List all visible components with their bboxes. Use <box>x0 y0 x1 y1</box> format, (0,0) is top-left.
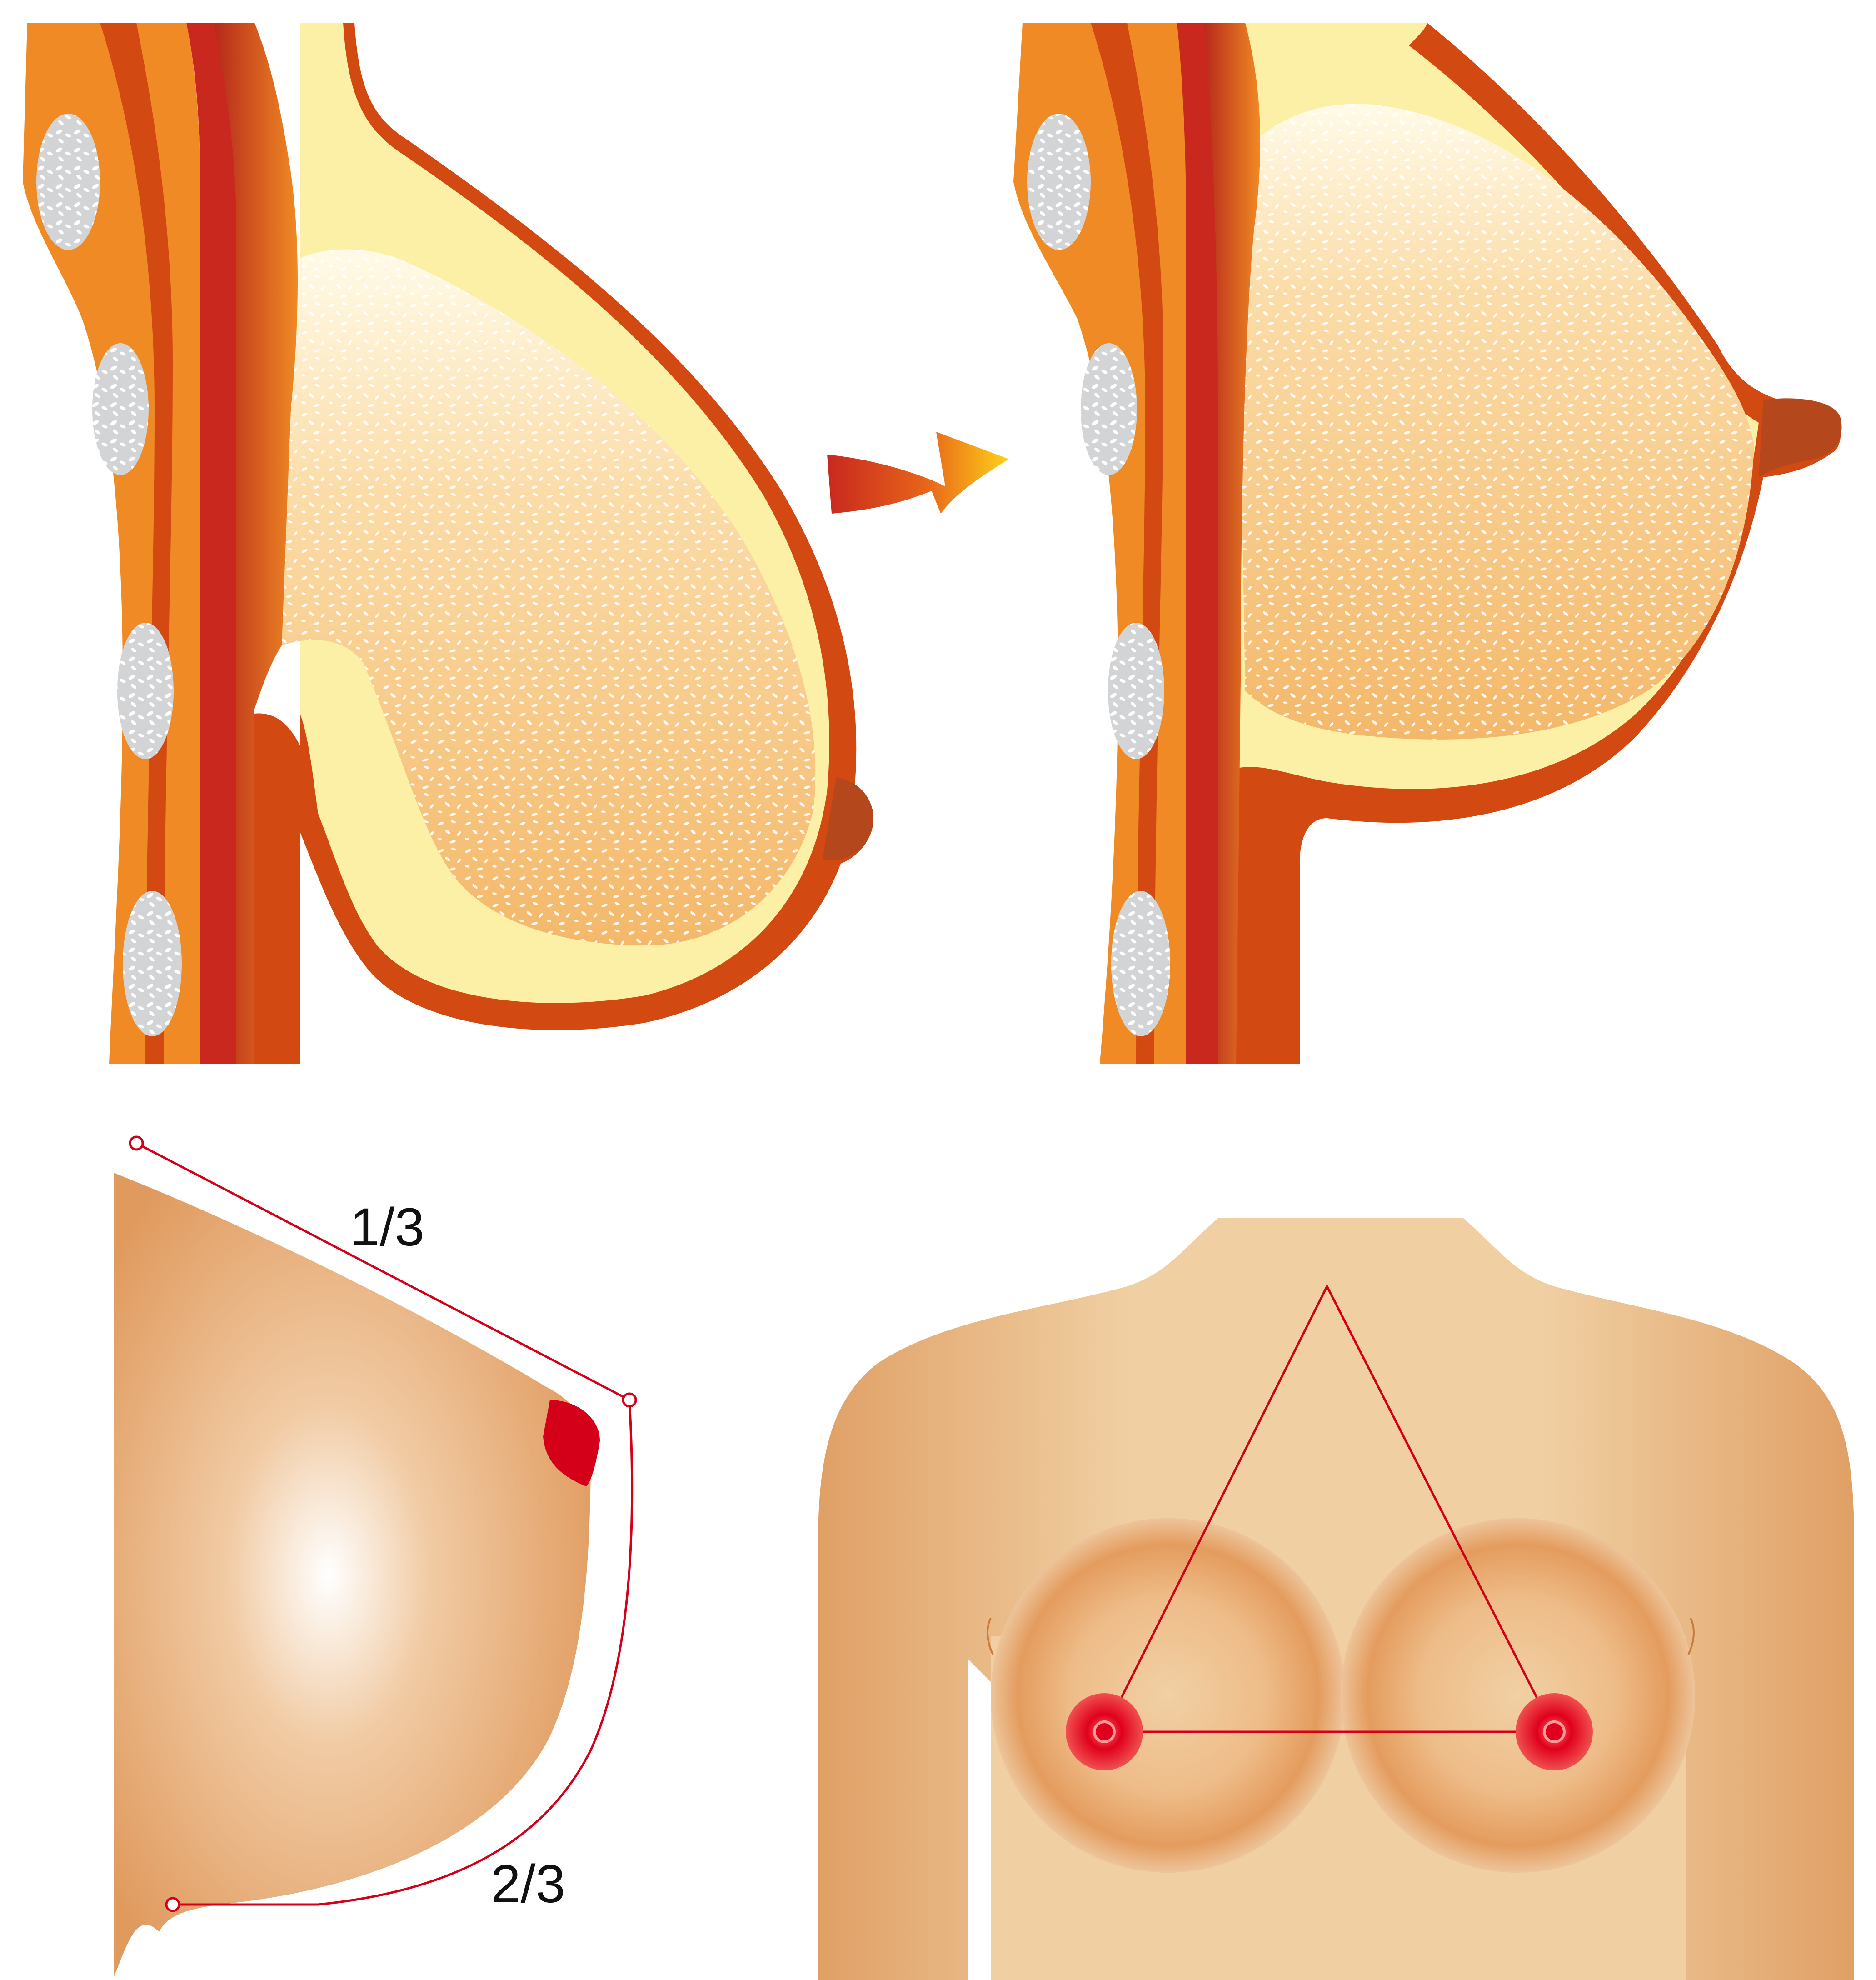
side-nipple <box>543 1400 600 1486</box>
rib <box>36 114 100 250</box>
lower-measure-line <box>173 1400 634 1906</box>
right-breast-contour <box>1687 1618 1695 1655</box>
measure-point-top <box>129 1135 144 1151</box>
before-chest-band <box>100 23 173 1064</box>
before-cross-section <box>23 23 873 1064</box>
left-nipple-center <box>1093 1720 1116 1743</box>
rib <box>1027 114 1091 250</box>
side-breast-shape <box>114 1173 591 1977</box>
rib <box>92 343 149 475</box>
after-chest-band <box>1091 23 1163 1064</box>
left-breast <box>991 1518 1345 1873</box>
measure-point-nipple <box>622 1392 637 1408</box>
rib <box>1108 623 1164 759</box>
lower-ratio-label: 2/3 <box>491 1854 565 1914</box>
upper-measure-line <box>135 1142 630 1401</box>
after-gland-speckle <box>1236 104 1754 740</box>
before-nipple <box>823 777 873 860</box>
before-gland-speckle <box>282 249 816 945</box>
rib <box>1111 891 1170 1036</box>
after-ribs <box>1027 114 1170 1036</box>
upper-ratio-label: 1/3 <box>350 1197 424 1257</box>
rib <box>123 891 182 1036</box>
side-profile-proportions: 1/3 2/3 <box>114 1135 637 1977</box>
left-breast-contour <box>987 1618 994 1655</box>
after-inner-muscle <box>1177 23 1218 1064</box>
before-inner-muscle <box>186 23 236 1064</box>
rib <box>117 623 174 759</box>
curved-arrow-right-icon <box>827 432 1009 514</box>
nipple-triangle <box>1103 1284 1557 1733</box>
after-cross-section <box>1013 23 1842 1064</box>
rib <box>1081 343 1137 475</box>
right-breast <box>1341 1518 1695 1873</box>
after-nipple <box>1759 398 1842 477</box>
before-ribs <box>36 114 182 1036</box>
front-torso-triangle <box>818 1218 1854 1980</box>
right-nipple-center <box>1543 1720 1566 1743</box>
measure-point-bottom <box>165 1897 180 1912</box>
